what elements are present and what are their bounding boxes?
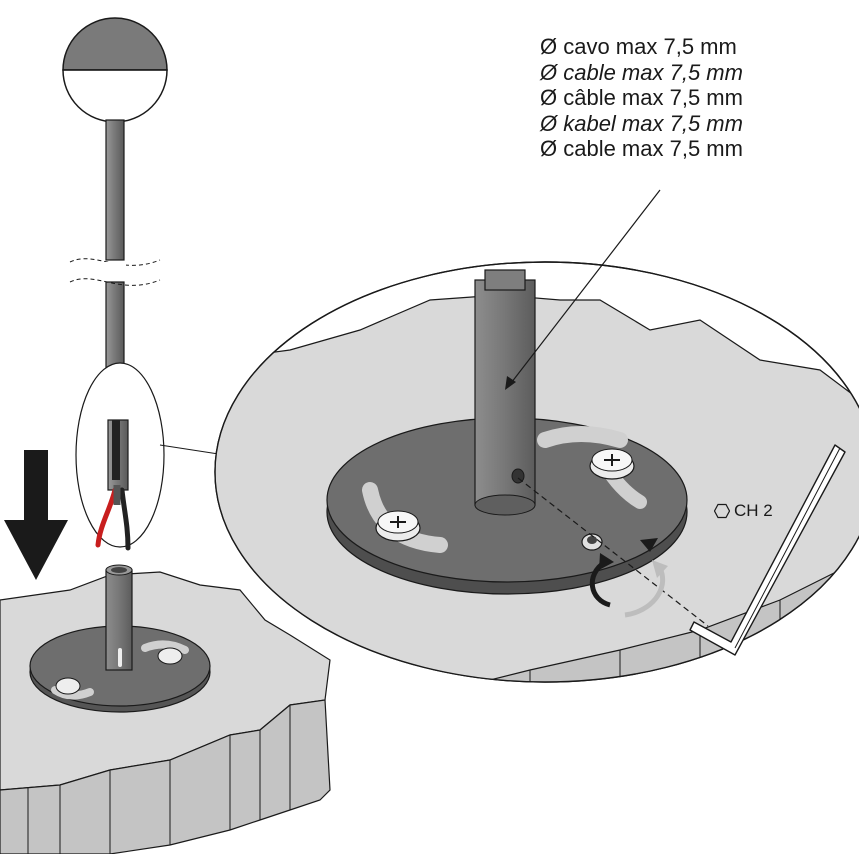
hex-key-icon bbox=[689, 444, 846, 656]
alignment-line bbox=[517, 477, 709, 627]
cable-spec-line: Ø cable max 7,5 mm bbox=[540, 59, 743, 85]
screw-right-icon bbox=[589, 448, 635, 480]
cable-spec-line: Ø câble max 7,5 mm bbox=[540, 85, 743, 111]
cable-spec-caption: Ø cavo max 7,5 mm Ø cable max 7,5 mm Ø c… bbox=[540, 34, 840, 162]
ground-block-small bbox=[0, 571, 331, 855]
rotate-arrows-icon bbox=[589, 538, 668, 618]
lamp-head bbox=[62, 17, 168, 123]
grub-screw-icon bbox=[581, 533, 603, 551]
cable-detail bbox=[75, 362, 165, 551]
hexagon-icon bbox=[714, 503, 730, 519]
pole-large bbox=[474, 269, 536, 516]
down-arrow-icon bbox=[4, 450, 68, 580]
hex-key-label: CH 2 bbox=[714, 496, 784, 526]
cable-leader-line bbox=[507, 189, 661, 388]
screw-left-icon bbox=[375, 510, 421, 542]
hex-key-size: CH 2 bbox=[734, 501, 773, 520]
cable-spec-line: Ø kabel max 7,5 mm bbox=[540, 110, 743, 136]
cable-spec-line: Ø cavo max 7,5 mm bbox=[540, 34, 737, 59]
base-plate-small bbox=[29, 564, 211, 713]
leader-line bbox=[159, 444, 226, 456]
cable-spec-line: Ø cable max 7,5 mm bbox=[540, 136, 743, 162]
